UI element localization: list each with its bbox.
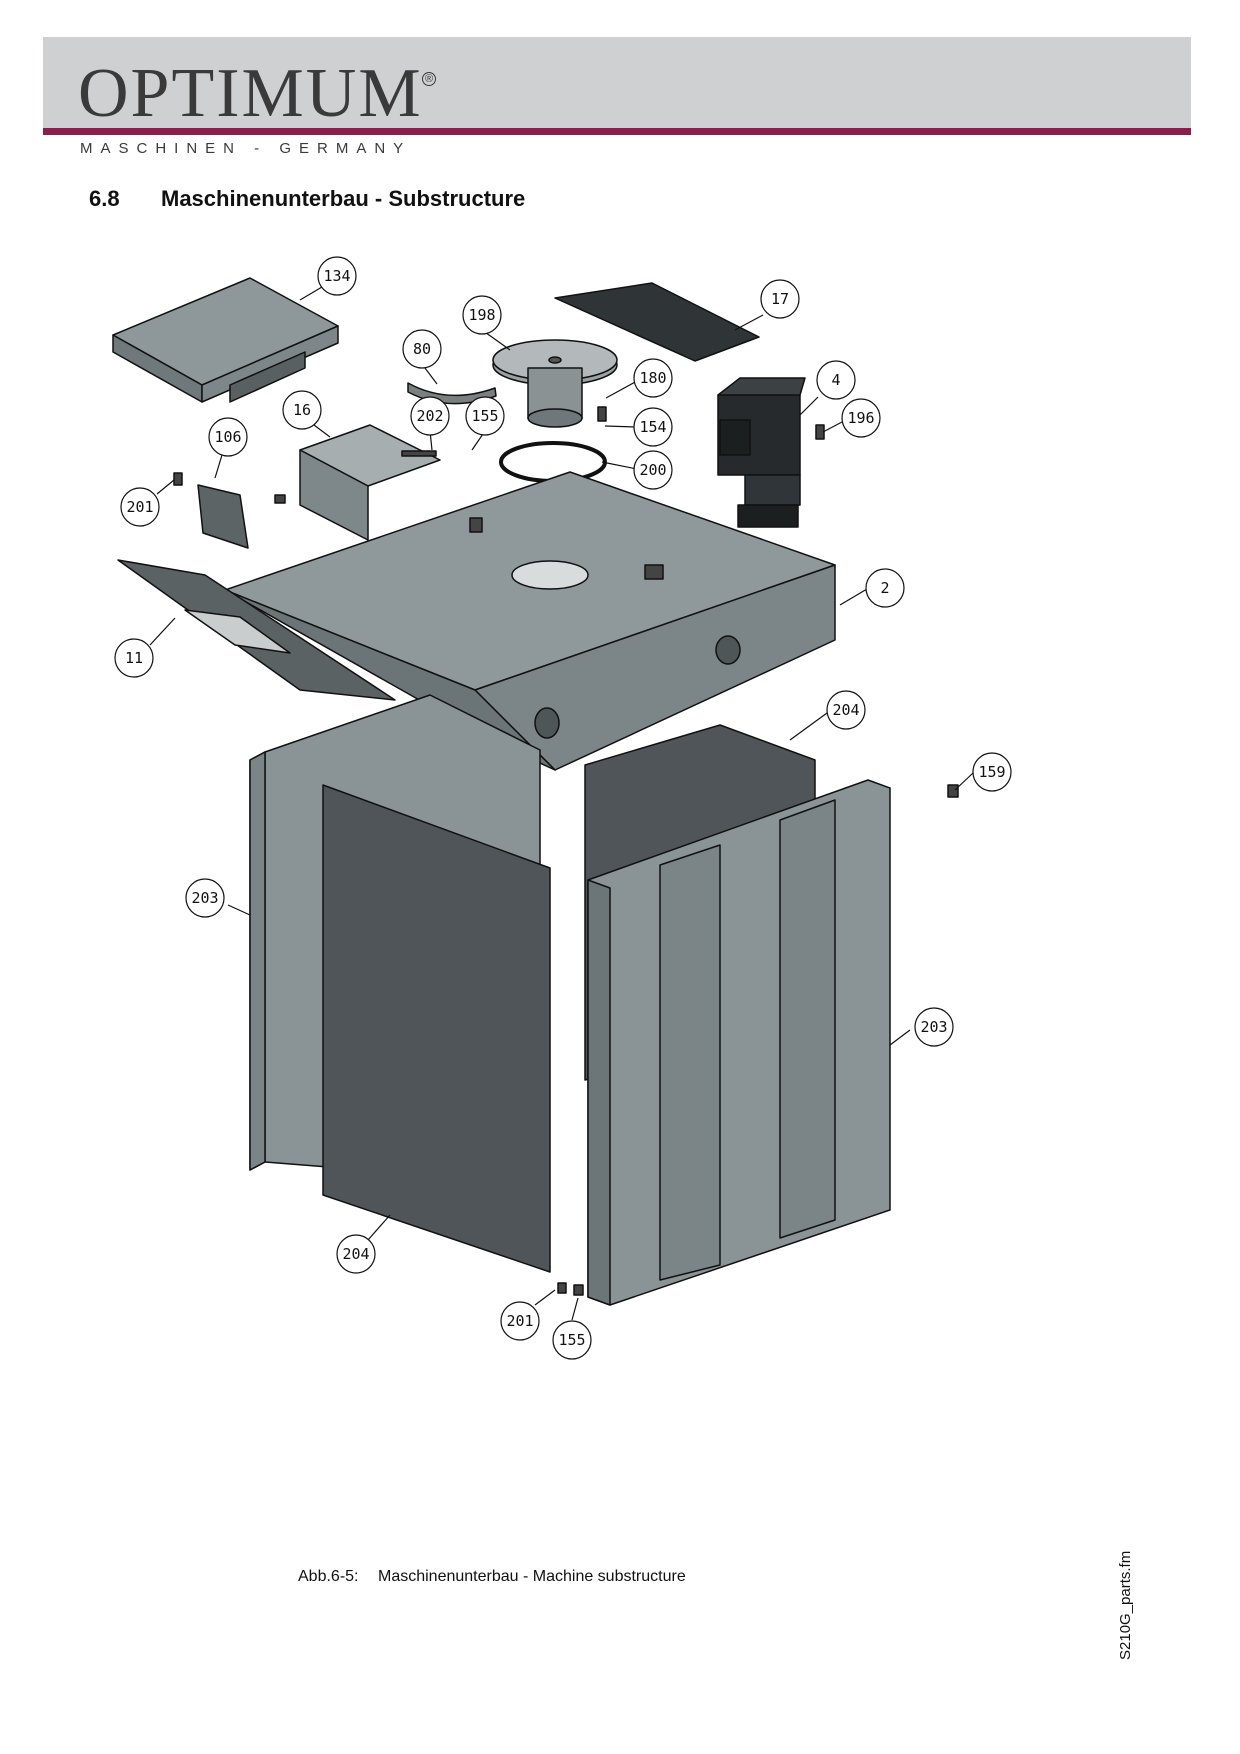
callout-154: 154 — [633, 407, 673, 447]
brand-logo: OPTIMUM — [78, 55, 423, 132]
callout-180: 180 — [633, 358, 673, 398]
callout-201-top: 201 — [120, 487, 160, 527]
svg-text:154: 154 — [639, 418, 666, 436]
svg-text:4: 4 — [831, 371, 840, 389]
callout-155-top: 155 — [465, 396, 505, 436]
svg-text:17: 17 — [771, 290, 789, 308]
callout-155-bottom: 155 — [552, 1320, 592, 1360]
callout-11: 11 — [114, 638, 154, 678]
svg-text:202: 202 — [416, 407, 443, 425]
callout-200: 200 — [633, 450, 673, 490]
svg-text:106: 106 — [214, 428, 241, 446]
callout-106: 106 — [208, 417, 248, 457]
callout-201-bottom: 201 — [500, 1301, 540, 1341]
callout-16: 16 — [282, 390, 322, 430]
left-door-part — [322, 784, 551, 1273]
svg-text:198: 198 — [468, 306, 495, 324]
fastener-parts — [173, 406, 959, 1296]
svg-text:80: 80 — [413, 340, 431, 358]
callout-17: 17 — [760, 279, 800, 319]
svg-text:204: 204 — [832, 701, 859, 719]
callout-202: 202 — [410, 396, 450, 436]
leader-lines — [149, 286, 974, 1321]
svg-text:155: 155 — [471, 407, 498, 425]
callout-markers: 134 198 17 80 180 4 16 202 155 154 196 1… — [114, 256, 1012, 1360]
brand-tagline: MASCHINEN - GERMANY — [80, 140, 412, 157]
svg-text:11: 11 — [125, 649, 143, 667]
svg-text:200: 200 — [639, 461, 666, 479]
svg-text:204: 204 — [342, 1245, 369, 1263]
cover-plate-part — [117, 559, 396, 701]
svg-text:201: 201 — [506, 1312, 533, 1330]
callout-4: 4 — [816, 360, 856, 400]
bracket-part — [299, 424, 441, 541]
filter-plate-part — [554, 282, 760, 362]
chip-guard-part — [197, 484, 249, 549]
tray-part — [112, 277, 339, 403]
header-band — [43, 37, 1191, 128]
callout-80: 80 — [402, 329, 442, 369]
svg-text:203: 203 — [920, 1018, 947, 1036]
callout-203-right: 203 — [914, 1007, 954, 1047]
caption-label: Abb.6-5: — [298, 1568, 359, 1585]
coolant-pump-part — [717, 377, 806, 528]
callout-2: 2 — [865, 568, 905, 608]
callout-196: 196 — [841, 398, 881, 438]
svg-text:159: 159 — [978, 763, 1005, 781]
section-title: Maschinenunterbau - Substructure — [161, 186, 526, 211]
registered-mark: ® — [422, 72, 436, 86]
right-cabinet-part — [587, 779, 891, 1306]
header-rule — [43, 128, 1191, 135]
callout-159: 159 — [972, 752, 1012, 792]
figure-caption: Abb.6-5: Maschinenunterbau - Machine subs… — [298, 1568, 686, 1586]
caption-text: Maschinenunterbau - Machine substructure — [378, 1568, 686, 1585]
svg-text:203: 203 — [191, 889, 218, 907]
section-number: 6.8 — [89, 186, 120, 211]
callout-134: 134 — [317, 256, 357, 296]
callout-204-top: 204 — [826, 690, 866, 730]
o-ring-part — [499, 441, 607, 483]
callout-198: 198 — [462, 295, 502, 335]
svg-text:180: 180 — [639, 369, 666, 387]
svg-text:2: 2 — [880, 579, 889, 597]
svg-text:16: 16 — [293, 401, 311, 419]
svg-text:155: 155 — [558, 1331, 585, 1349]
source-filename: S210G_parts.fm — [1117, 1550, 1134, 1660]
pump-flange-part — [492, 339, 618, 428]
svg-text:134: 134 — [323, 267, 350, 285]
svg-text:196: 196 — [847, 409, 874, 427]
svg-text:201: 201 — [126, 498, 153, 516]
callout-204-bottom: 204 — [336, 1234, 376, 1274]
section-heading: 6.8 Maschinenunterbau - Substructure — [89, 186, 525, 212]
callout-203-left: 203 — [185, 878, 225, 918]
